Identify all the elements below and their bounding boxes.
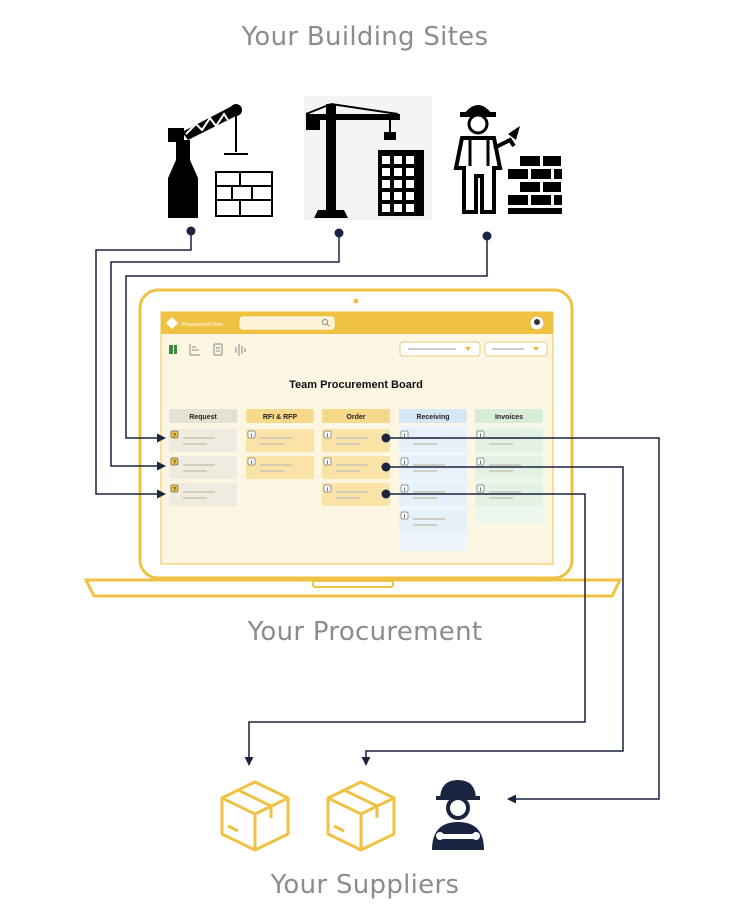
- board-card[interactable]: i: [399, 429, 467, 452]
- card-badge-icon: [323, 430, 332, 439]
- column-header: [322, 409, 390, 423]
- connector-order-box1: [244, 493, 586, 766]
- card-badge-icon: [247, 457, 256, 466]
- filter-dropdown-1[interactable]: [399, 341, 481, 357]
- board-view-icon[interactable]: [169, 345, 177, 354]
- board-card[interactable]: i: [322, 429, 390, 452]
- board-columns: Request??? RFI & RFP i i Order i i i Receiving i i…: [169, 409, 543, 551]
- card-badge-symbol: i: [327, 487, 329, 493]
- card-badge-icon: [170, 457, 179, 466]
- card-badge-symbol: ?: [173, 433, 176, 439]
- card-badge-icon: [400, 511, 409, 520]
- card-badge-icon: [170, 430, 179, 439]
- card-badge-symbol: i: [480, 460, 482, 466]
- search-input[interactable]: [239, 316, 335, 330]
- board-card[interactable]: i: [322, 456, 390, 479]
- board-column: RFI & RFP i i: [246, 409, 314, 479]
- board-column: Invoices i i i: [475, 409, 543, 524]
- column-label: Receiving: [416, 414, 449, 421]
- connector-site1-request: [95, 232, 192, 499]
- card-badge-symbol: ?: [173, 487, 176, 493]
- card-badge-symbol: i: [404, 433, 406, 439]
- filter-dropdown-2[interactable]: [484, 341, 548, 357]
- crane-construction-icon: [168, 104, 273, 218]
- board-card[interactable]: ?: [169, 483, 237, 506]
- app-screen: Procurement Flow: [160, 311, 554, 565]
- card-badge-symbol: ?: [173, 460, 176, 466]
- clipboard-icon[interactable]: [213, 343, 223, 356]
- card-badge-symbol: i: [480, 433, 482, 439]
- card-badge-symbol: i: [251, 433, 253, 439]
- mechanic-icon: [432, 780, 484, 850]
- card-badge-symbol: i: [480, 487, 482, 493]
- card-badge-symbol: i: [404, 460, 406, 466]
- board-card[interactable]: i: [399, 510, 467, 533]
- chevron-down-icon: [533, 347, 539, 351]
- connector-site2-request: [110, 234, 340, 471]
- board-title: Team Procurement Board: [289, 379, 423, 391]
- tower-crane-icon: [304, 96, 432, 220]
- column-label: RFI & RFP: [263, 414, 298, 421]
- avatar[interactable]: [529, 315, 545, 331]
- suppliers-heading: Your Suppliers: [270, 870, 460, 900]
- card-badge-icon: [323, 457, 332, 466]
- card-badge-icon: [247, 430, 256, 439]
- search-icon: [322, 319, 330, 327]
- board-column: Request???: [169, 409, 237, 506]
- card-badge-icon: [323, 484, 332, 493]
- column-header: [475, 409, 543, 423]
- activity-icon[interactable]: [235, 344, 246, 356]
- connector-order-box2: [361, 466, 624, 766]
- card-badge-symbol: i: [404, 487, 406, 493]
- timeline-view-icon[interactable]: [189, 344, 200, 356]
- app-logo-icon: [166, 317, 178, 329]
- column-label: Order: [346, 414, 365, 421]
- package-box-icon: [220, 780, 290, 852]
- card-badge-icon: [170, 484, 179, 493]
- board-card[interactable]: i: [322, 483, 390, 506]
- card-badge-icon: [476, 484, 485, 493]
- sites-heading: Your Building Sites: [241, 22, 489, 52]
- connectors: [95, 232, 660, 804]
- board-column: Receiving i i i i: [399, 409, 467, 551]
- connector-order-mechanic: [386, 437, 660, 804]
- column-label: Request: [189, 414, 217, 421]
- column-header: [246, 409, 314, 423]
- chevron-down-icon: [465, 347, 471, 351]
- board-card[interactable]: i: [246, 429, 314, 452]
- board-card[interactable]: i: [246, 456, 314, 479]
- card-badge-symbol: i: [327, 433, 329, 439]
- card-badge-symbol: i: [404, 514, 406, 520]
- card-badge-symbol: i: [251, 460, 253, 466]
- board-card[interactable]: ?: [169, 429, 237, 452]
- connector-dots: [186, 226, 492, 499]
- card-badge-icon: [476, 457, 485, 466]
- board-column: Order i i i: [322, 409, 390, 506]
- card-badge-icon: [400, 457, 409, 466]
- procurement-heading: Your Procurement: [247, 617, 483, 647]
- column-label: Invoices: [495, 414, 523, 421]
- board-card[interactable]: i: [475, 429, 543, 452]
- construction-worker-icon: [453, 105, 562, 214]
- connector-site3-request: [125, 236, 488, 443]
- card-badge-icon: [400, 484, 409, 493]
- package-box-icon: [326, 780, 396, 852]
- app-logo-text: Procurement Flow: [182, 322, 223, 328]
- column-header: [169, 409, 237, 423]
- card-badge-symbol: i: [327, 460, 329, 466]
- board-card[interactable]: ?: [169, 456, 237, 479]
- column-header: [399, 409, 467, 423]
